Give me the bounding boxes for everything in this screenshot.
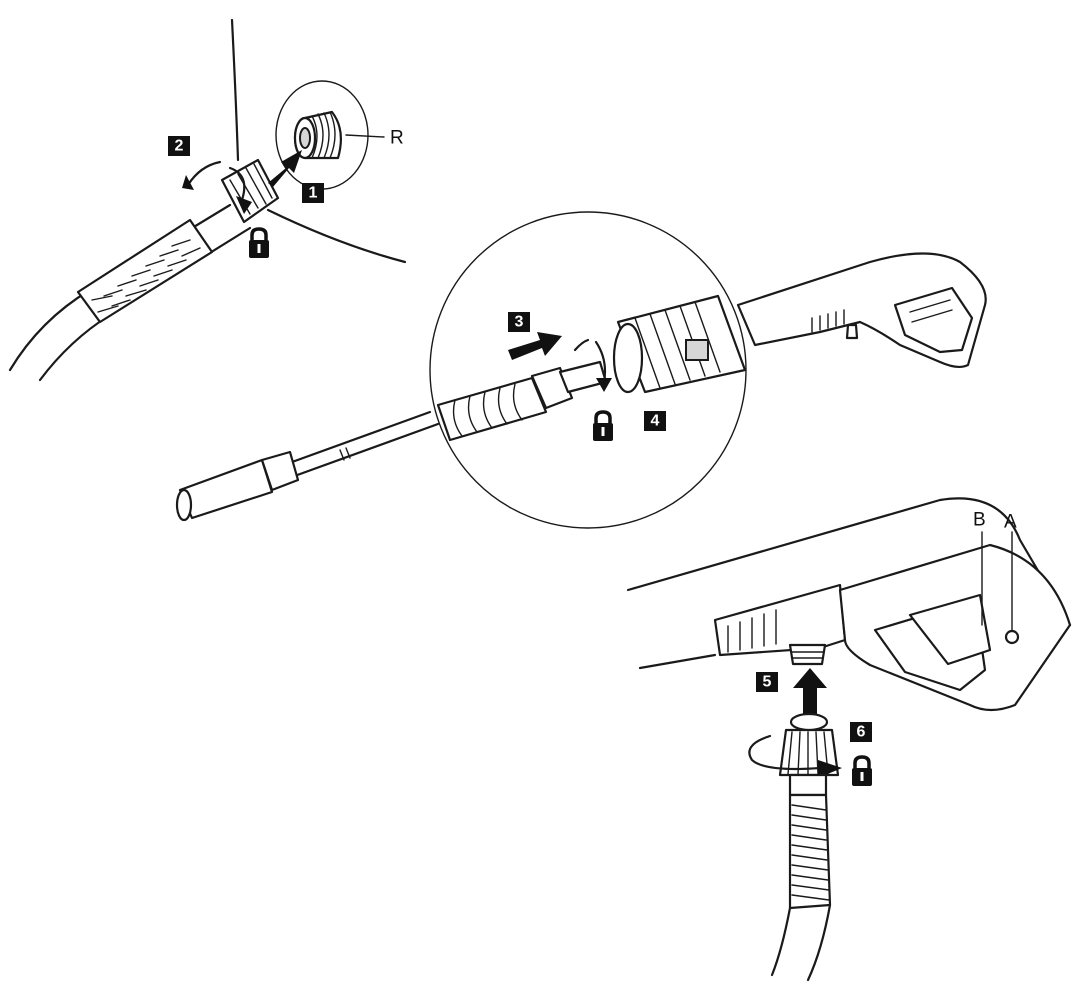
label-a: A	[1004, 512, 1017, 533]
spray-gun-trigger-guard	[893, 286, 974, 354]
push-arrow-icon	[793, 668, 827, 715]
gun-hose-port	[845, 323, 859, 340]
step-badge-4: 4	[644, 411, 666, 431]
rotate-arrow-icon-tail	[228, 166, 246, 202]
lock-icon	[249, 227, 269, 258]
rotate-arrow-icon	[573, 338, 590, 352]
label-b: B	[973, 510, 986, 531]
coupling-top	[789, 712, 829, 732]
gun-grip-front	[713, 583, 847, 657]
device-edge-line	[230, 18, 240, 162]
svg-text:2: 2	[175, 138, 184, 155]
rotate-arrow-icon	[186, 160, 222, 187]
rotate-arrow-icon	[748, 734, 822, 771]
gun-grip-ribs	[811, 309, 845, 333]
device-base-curve	[266, 208, 407, 264]
nut-knurling	[229, 163, 273, 215]
coupling-nut	[220, 158, 280, 224]
socket-opening	[612, 322, 644, 394]
step-badge-5: 5	[756, 672, 778, 692]
trigger-lever-b	[908, 593, 992, 666]
push-arrow-icon	[268, 150, 302, 187]
label-r: R	[390, 128, 404, 149]
svg-text:5: 5	[763, 674, 772, 691]
sleeve-texture-bottom	[791, 804, 830, 901]
svg-text:4: 4	[651, 413, 660, 430]
threaded-connector-r	[293, 110, 343, 160]
lance-nozzle	[178, 458, 274, 520]
gun-body-bottom-edge	[638, 653, 717, 670]
lance-shaft-rings	[339, 447, 351, 461]
coupling-knurling	[787, 731, 829, 775]
step-badge-3: 3	[508, 312, 530, 332]
lance-spring-guard	[436, 376, 548, 442]
lance-nozzle-tip	[175, 488, 193, 522]
lance-tip-pin	[558, 360, 608, 394]
lock-icon	[852, 755, 872, 786]
svg-text:3: 3	[515, 314, 524, 331]
lock-icon	[593, 410, 613, 441]
hose-edge-right	[806, 903, 832, 982]
svg-text:1: 1	[309, 185, 318, 202]
push-arrow-icon	[508, 332, 562, 360]
lance-shaft-lower	[276, 422, 440, 484]
socket-lock-window	[685, 339, 709, 361]
svg-text:6: 6	[857, 724, 866, 741]
hose-edge-left	[770, 906, 792, 977]
spring-coils	[452, 383, 523, 437]
socket-ribs	[634, 301, 721, 389]
rotate-arrow-head	[236, 196, 252, 214]
trigger-lines	[909, 299, 953, 323]
gun-hose-connection	[626, 497, 1072, 982]
lance-shaft-upper	[268, 410, 432, 472]
rotate-arrow-head	[818, 760, 842, 778]
grip-ribs	[727, 609, 777, 653]
gun-threaded-port	[788, 643, 827, 666]
gun-body-top-edge	[626, 497, 1072, 627]
rotate-arrow-head-2	[182, 175, 194, 190]
hose-ferrule	[788, 773, 828, 797]
step-badge-2: 2	[168, 136, 190, 156]
safety-button-a	[1004, 629, 1020, 645]
sleeve-texture	[91, 239, 201, 313]
step-badge-1: 1	[302, 183, 324, 203]
lance-nozzle-collar	[260, 450, 300, 492]
hose-sleeve-bottom	[788, 793, 832, 910]
lance-gun-connection	[175, 211, 987, 529]
port-threads	[791, 651, 825, 659]
label-leader-r	[345, 134, 385, 138]
step-badge-6: 6	[850, 722, 872, 742]
rotate-arrow-head	[596, 378, 612, 392]
device-hose-connection	[8, 18, 407, 382]
